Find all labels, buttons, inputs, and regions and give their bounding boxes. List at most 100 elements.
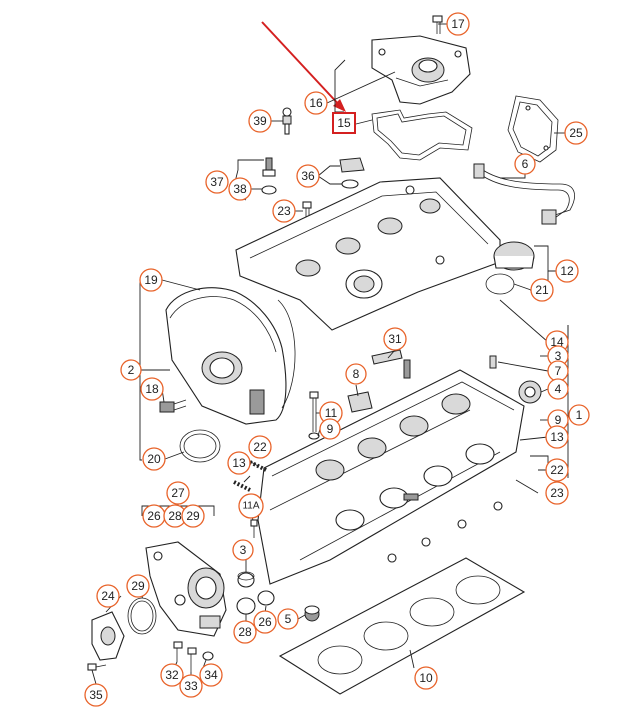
callout-4[interactable]: 4 [547,378,569,400]
callout-20[interactable]: 20 [142,447,166,471]
svg-text:12: 12 [560,264,574,278]
svg-text:34: 34 [204,668,218,682]
callout-2[interactable]: 2 [120,359,142,381]
svg-text:17: 17 [451,17,465,31]
callout-6[interactable]: 6 [514,153,536,175]
hose-part-6 [473,163,575,225]
svg-text:3: 3 [240,543,247,557]
callout-34[interactable]: 34 [199,663,223,687]
callout-9-right[interactable]: 9 [547,409,569,431]
callout-22-middle[interactable]: 22 [248,435,272,459]
callouts-layer: 17 16 15 39 25 6 36 37 38 23 12 21 19 31… [84,12,590,707]
timing-cover-part-19 [165,287,296,425]
highlight-arrow [261,21,346,112]
svg-text:18: 18 [145,382,159,396]
callout-7[interactable]: 7 [547,360,569,382]
svg-text:39: 39 [253,114,267,128]
svg-text:11A: 11A [242,501,259,512]
callout-27[interactable]: 27 [166,481,190,505]
svg-text:32: 32 [165,668,179,682]
callout-3-right[interactable]: 3 [547,345,569,367]
oil-cap-part-12 [485,241,535,295]
callout-8[interactable]: 8 [345,363,367,385]
svg-text:3: 3 [555,349,562,363]
callout-37[interactable]: 37 [205,170,229,194]
o-ring-part-20 [179,429,221,463]
svg-text:29: 29 [131,579,145,593]
svg-text:13: 13 [550,430,564,444]
svg-text:29: 29 [186,509,200,523]
callout-11[interactable]: 11 [319,401,343,425]
callout-13-middle[interactable]: 13 [227,451,251,475]
callout-16[interactable]: 16 [304,91,328,115]
svg-text:8: 8 [353,367,360,381]
callout-38[interactable]: 38 [228,177,252,201]
seal-part-5 [304,605,320,622]
callout-28-top[interactable]: 28 [163,504,187,528]
callout-29-left[interactable]: 29 [126,574,150,598]
callout-33[interactable]: 33 [179,674,203,698]
callout-23-right[interactable]: 23 [545,481,569,505]
svg-text:4: 4 [555,382,562,396]
svg-text:5: 5 [285,612,292,626]
callout-11A[interactable]: 11A [238,493,264,519]
svg-text:21: 21 [535,283,549,297]
callout-9-middle[interactable]: 9 [319,418,341,440]
svg-text:7: 7 [555,364,562,378]
callout-31[interactable]: 31 [383,327,407,351]
svg-text:28: 28 [238,625,252,639]
cover-plate-part-24 [91,611,125,661]
plug-part-37 [261,157,277,195]
callout-5[interactable]: 5 [277,608,299,630]
callout-15-highlighted[interactable]: 15 [332,112,356,134]
callout-25[interactable]: 25 [564,121,588,145]
svg-text:37: 37 [210,175,224,189]
callout-26-top[interactable]: 26 [142,504,166,528]
bolt-part-17 [432,15,443,34]
callout-29-top[interactable]: 29 [181,504,205,528]
svg-text:10: 10 [419,671,433,685]
callout-32[interactable]: 32 [160,663,184,687]
svg-text:38: 38 [233,182,247,196]
washer-part-34 [202,651,214,661]
bolt-part-35 [87,663,107,671]
valve-cover-part-14 [235,177,501,331]
svg-text:13: 13 [232,456,246,470]
callout-3-left[interactable]: 3 [232,539,254,561]
callout-24[interactable]: 24 [96,584,120,608]
callout-22-right[interactable]: 22 [545,458,569,482]
pump-housing-part-27 [145,541,227,637]
svg-text:6: 6 [522,157,529,171]
svg-text:27: 27 [171,486,185,500]
svg-text:31: 31 [388,332,402,346]
svg-text:23: 23 [550,486,564,500]
svg-text:14: 14 [550,335,564,349]
svg-text:26: 26 [258,615,272,629]
callout-10[interactable]: 10 [414,666,438,690]
callout-36[interactable]: 36 [296,164,320,188]
callout-17[interactable]: 17 [446,12,470,36]
svg-text:22: 22 [550,463,564,477]
callout-39[interactable]: 39 [248,109,272,133]
callout-28-bottom[interactable]: 28 [233,620,257,644]
parts-layer [87,15,575,695]
svg-text:25: 25 [569,126,583,140]
svg-text:26: 26 [147,509,161,523]
callout-1[interactable]: 1 [568,404,590,426]
plug-part-3 [237,571,255,588]
callout-21[interactable]: 21 [530,278,554,302]
callout-13-right[interactable]: 13 [545,425,569,449]
head-gasket-part-10 [278,557,526,695]
callout-18[interactable]: 18 [140,377,164,401]
callout-35[interactable]: 35 [84,683,108,707]
callout-26-bottom[interactable]: 26 [253,610,277,634]
sensor-part-36 [339,157,365,189]
callout-12[interactable]: 12 [555,259,579,283]
svg-text:2: 2 [128,363,135,377]
bolt-part-32 [173,641,183,662]
callout-23-top[interactable]: 23 [272,199,296,223]
bolt-part-11A [250,519,258,538]
svg-text:22: 22 [253,440,267,454]
callout-19[interactable]: 19 [139,268,163,292]
